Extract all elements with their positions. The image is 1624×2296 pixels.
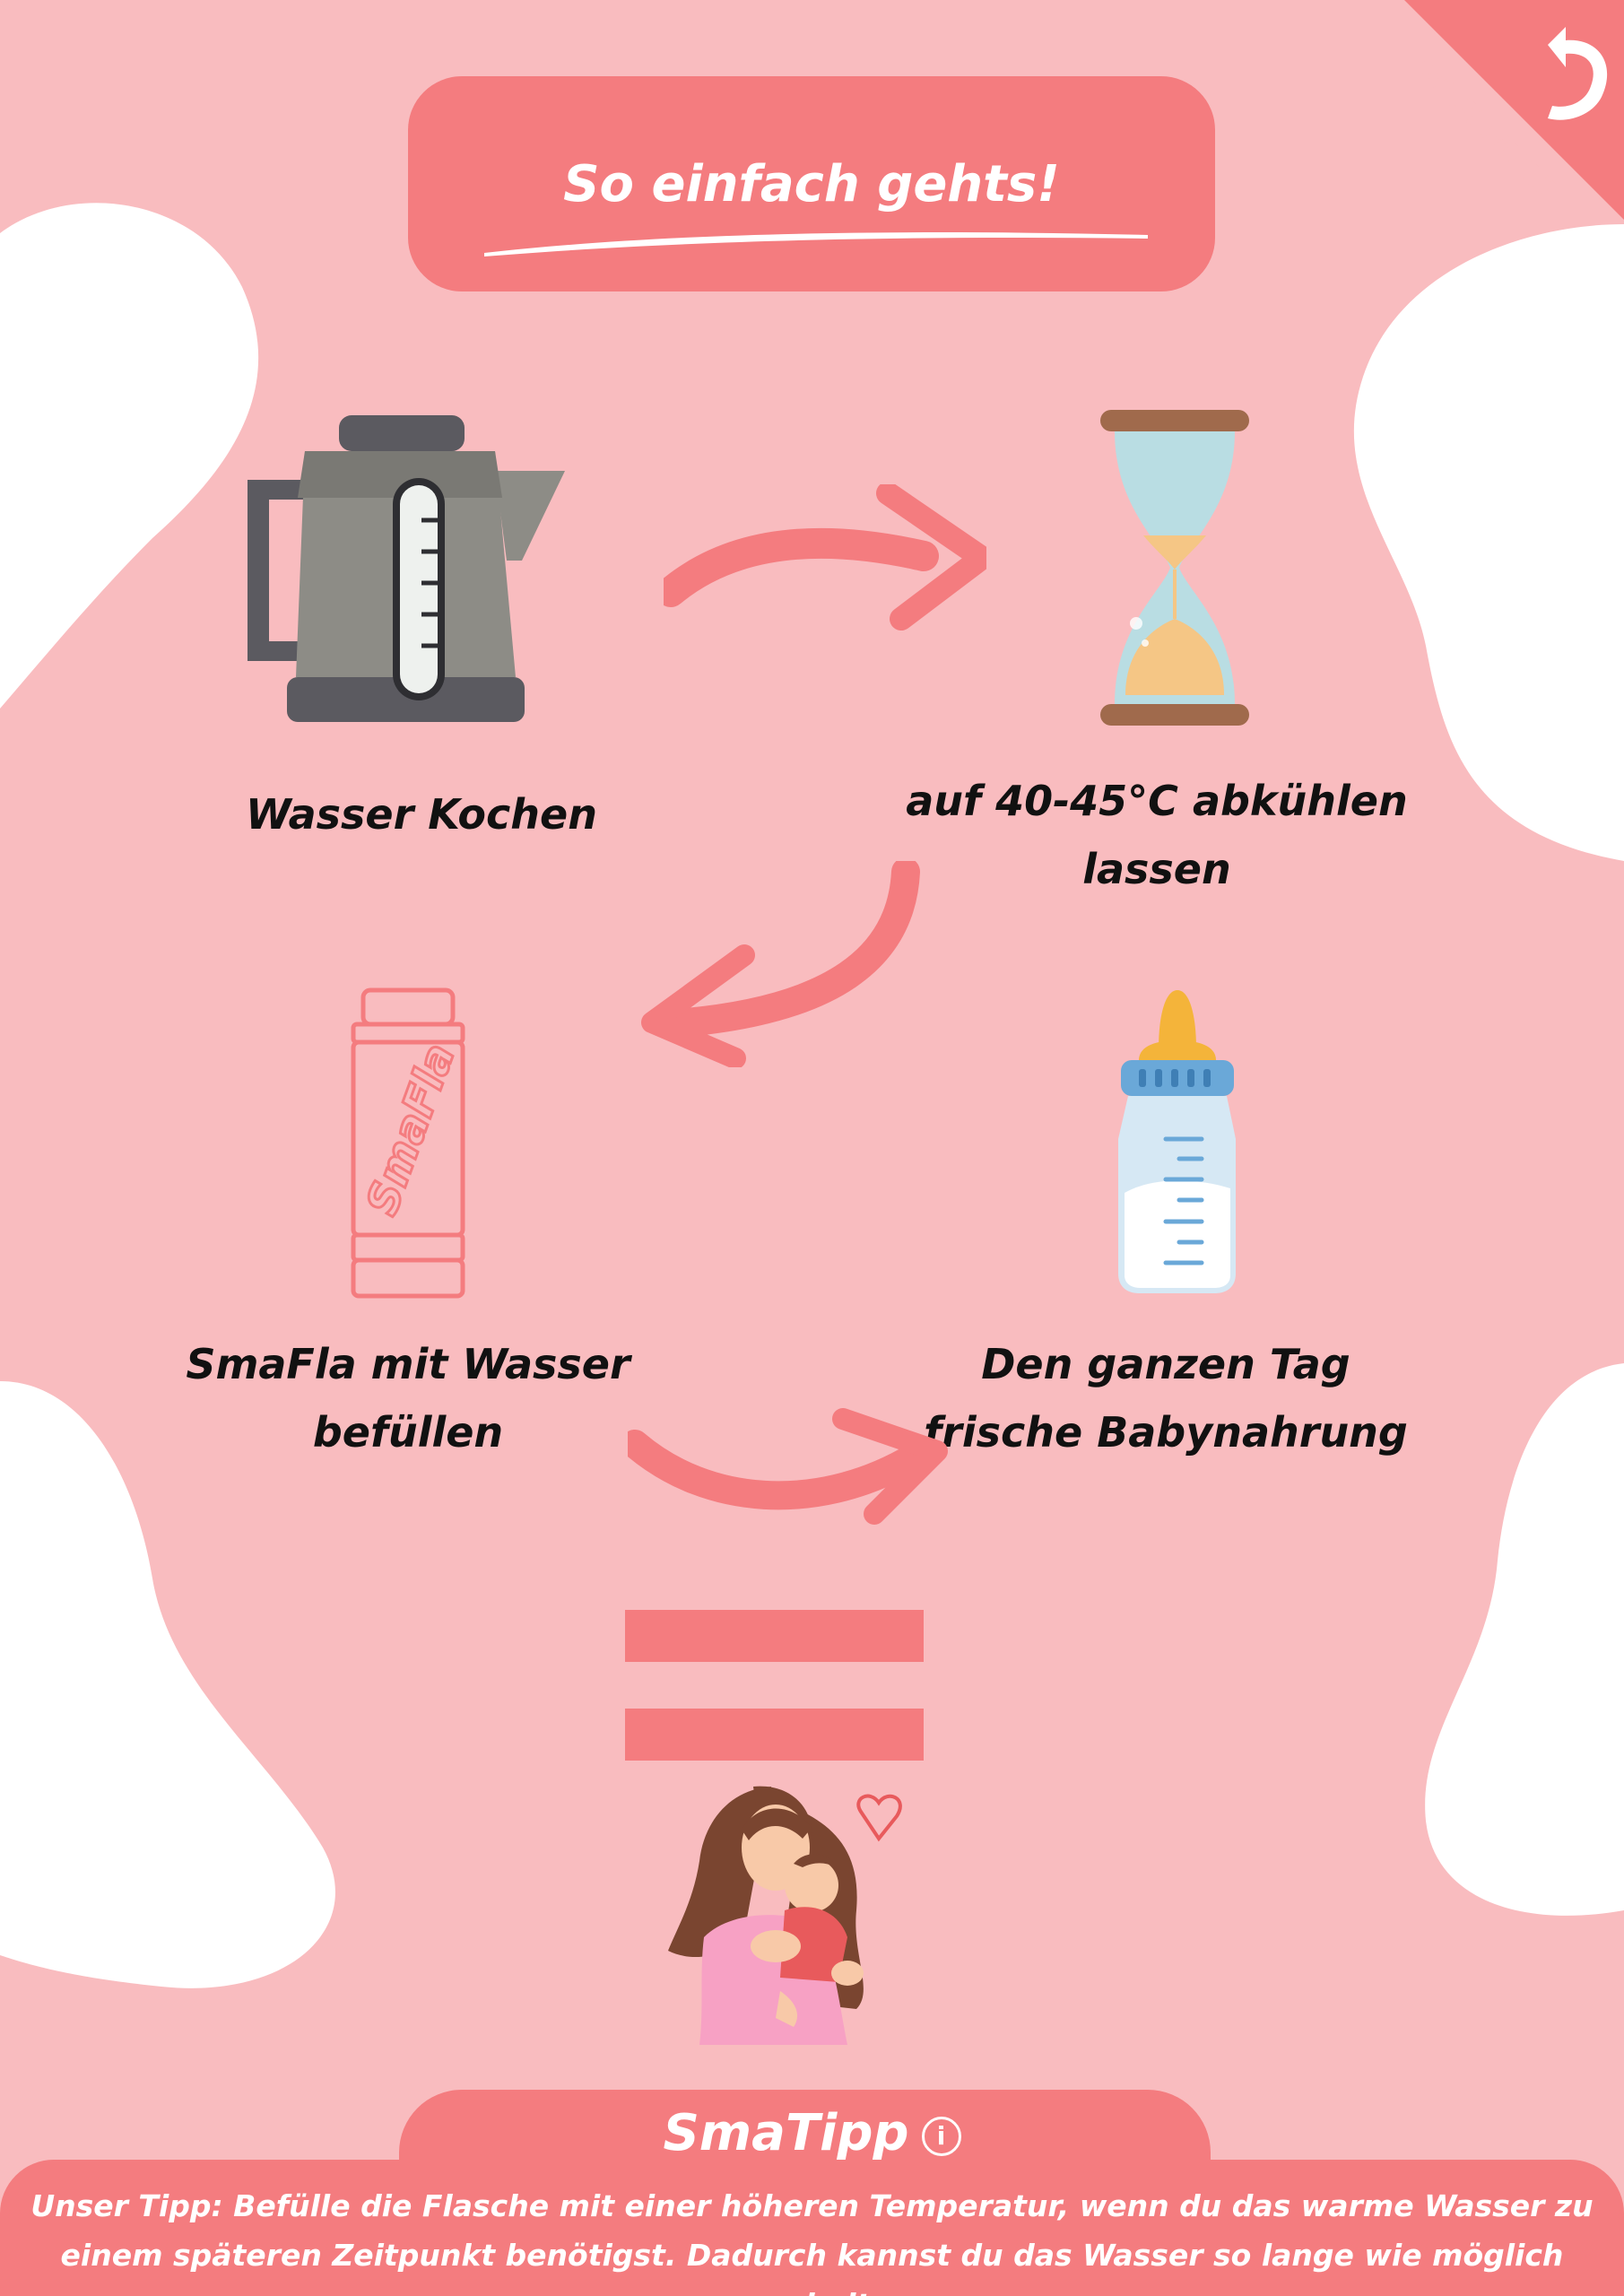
tip-title: SmaTipp i bbox=[0, 2104, 1624, 2162]
mother-child-icon bbox=[668, 1786, 902, 2045]
title-underline bbox=[484, 232, 1148, 257]
title-banner: So einfach gehts! bbox=[408, 76, 1215, 291]
hourglass-icon bbox=[1100, 410, 1249, 726]
info-icon[interactable]: i bbox=[921, 2116, 961, 2156]
equals-bar-bottom bbox=[625, 1709, 924, 1761]
step-label-cool: auf 40-45°C abkühlen lassen bbox=[906, 777, 1408, 893]
page-title: So einfach gehts! bbox=[563, 155, 1060, 213]
tip-box bbox=[0, 2160, 1624, 2296]
corner-badge[interactable] bbox=[1364, 0, 1624, 260]
arrow-right-icon bbox=[664, 484, 986, 631]
tip-title-text: SmaTipp bbox=[663, 2104, 909, 2162]
step-label-boil: Wasser Kochen bbox=[245, 790, 597, 839]
step-label-fill: SmaFla mit Wasser befüllen bbox=[186, 1340, 630, 1457]
baby-bottle-icon bbox=[1118, 990, 1236, 1293]
step-label-result: Den ganzen Tag frische Babynahrung bbox=[924, 1340, 1408, 1457]
arrow-down-left-icon bbox=[641, 861, 920, 1067]
kettle-icon bbox=[248, 415, 565, 722]
equals-bar-top bbox=[625, 1610, 924, 1662]
bottle-smafla-icon bbox=[351, 987, 465, 1299]
tip-text: Unser Tipp: Befülle die Flasche mit eine… bbox=[30, 2188, 1594, 2296]
rotate-arrow-icon bbox=[1548, 27, 1608, 120]
arrow-right-bottom-icon bbox=[628, 1408, 948, 1525]
